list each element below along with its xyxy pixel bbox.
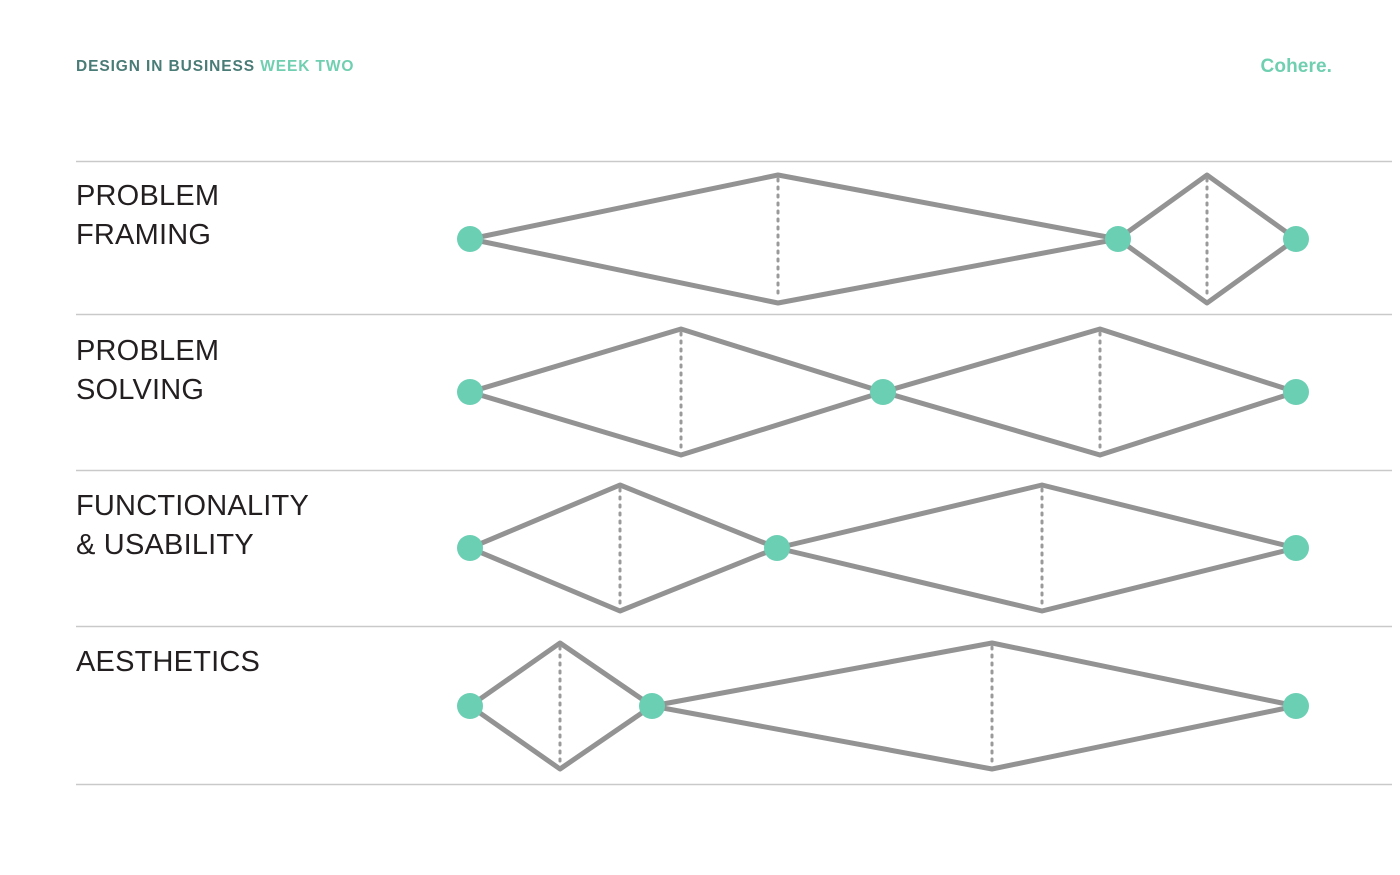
diamond-row-2 [457, 482, 1309, 614]
row-label-aesthetics: AESTHETICS [76, 646, 261, 678]
page-title-primary: DESIGN IN BUSINESS [76, 58, 255, 75]
cohere-logo: Cohere. [1260, 56, 1332, 77]
diamond-rows [457, 172, 1309, 772]
row-separator-rules [76, 160, 1392, 786]
diamond-0-0 [467, 172, 1121, 306]
node-0-1[interactable] [1105, 226, 1131, 252]
node-3-1[interactable] [639, 693, 665, 719]
diamond-2-1 [774, 482, 1299, 614]
diamond-row-0 [457, 172, 1309, 306]
diamond-1-1 [880, 326, 1299, 458]
page-header: DESIGN IN BUSINESS WEEK TWO Cohere. [0, 0, 1400, 120]
page-title-secondary: WEEK TWO [260, 58, 355, 75]
node-0-0[interactable] [457, 226, 483, 252]
diamond-2-0 [467, 482, 780, 614]
diamond-3-1 [649, 640, 1299, 772]
diamond-row-3 [457, 640, 1309, 772]
diamond-1-0 [467, 326, 886, 458]
row-label-problem-framing: PROBLEM FRAMING [76, 180, 220, 251]
node-0-2[interactable] [1283, 226, 1309, 252]
node-3-0[interactable] [457, 693, 483, 719]
node-2-1[interactable] [764, 535, 790, 561]
node-1-2[interactable] [1283, 379, 1309, 405]
node-1-1[interactable] [870, 379, 896, 405]
row-label-problem-solving: PROBLEM SOLVING [76, 335, 220, 406]
node-2-2[interactable] [1283, 535, 1309, 561]
node-1-0[interactable] [457, 379, 483, 405]
node-3-2[interactable] [1283, 693, 1309, 719]
page-title: DESIGN IN BUSINESS WEEK TWO [76, 58, 354, 76]
row-label-functionality-usability: FUNCTIONALITY & USABILITY [76, 490, 309, 561]
node-2-0[interactable] [457, 535, 483, 561]
diamond-row-1 [457, 326, 1309, 458]
